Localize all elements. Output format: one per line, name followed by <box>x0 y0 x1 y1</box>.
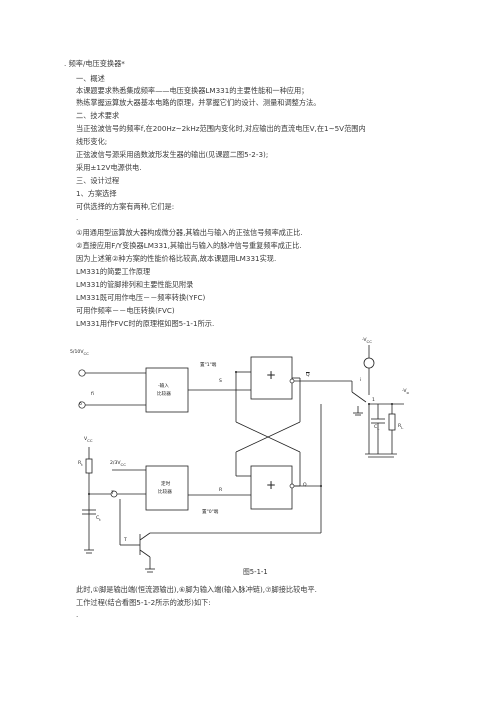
pin-1-label: 1 <box>372 398 375 403</box>
paragraph-line: 可用作频率－－电压转换(FVC) <box>76 306 175 315</box>
timing-comparator-box <box>145 465 189 511</box>
paragraph-line: 因为上述第②种方案的性能价格比较高,故本课题用LM331实现. <box>76 254 277 263</box>
vo-label: -Vo <box>402 389 409 395</box>
paragraph-line: 本课题要求熟悉集成频率——电压变换器LM331的主要性能和一种应用； <box>76 86 309 95</box>
i-label: i <box>360 378 362 383</box>
paragraph-line: ①用通用型运算放大器构成微分器,其输出与输入的正弦信号频率成正比. <box>76 228 303 237</box>
fi-label: fi <box>91 392 94 397</box>
t-label: T <box>124 538 127 543</box>
two-thirds-vcc-label: 2/3VCC <box>110 461 126 467</box>
set-label: 置"1"端 <box>200 363 217 368</box>
paragraph-line: 线形变化; <box>76 137 108 146</box>
rl-label: RL <box>398 424 404 430</box>
paragraph-line: 当正弦波信号的频率f,在200Hz~2kHz范围内变化时,对应输出的直流电压V,… <box>76 124 366 133</box>
comp1-label-a: -输入 <box>158 384 169 389</box>
s-label: S <box>219 379 222 384</box>
vcc-left-label: VCC <box>84 437 93 443</box>
qbar-label: Q <box>306 373 310 378</box>
paragraph-line: LM331的简要工作原理 <box>76 267 151 276</box>
comp1-label-b: 比较器 <box>157 392 171 397</box>
input-comparator-box <box>145 367 189 413</box>
r-label: R <box>219 488 223 493</box>
comp2-label-b: 比较器 <box>158 490 172 495</box>
section-heading: 三、设计过程 <box>76 176 120 185</box>
plus-2-label: + <box>266 478 277 492</box>
paragraph-line: 工作过程(结合看图5-1-2所示的波形)如下: <box>76 598 211 607</box>
rt-label: Rt <box>78 461 83 467</box>
paragraph-line: LM331的管脚排列和主要性能见附录 <box>76 280 194 289</box>
paragraph-line: ②直接应用F/Y变换器LM331,其输出与输入的脉冲信号重复频率成正比. <box>76 241 302 250</box>
paragraph-line: 可供选择的方案有两种,它们是: <box>76 202 175 211</box>
paragraph-line: LM331用作FVC时的原理框如图5-1-1所示. <box>76 319 215 328</box>
ref-voltage-label: 5/10VCC <box>70 350 89 356</box>
reset-label: 置"0"端 <box>202 510 219 515</box>
figure-caption: 图5-1-1 <box>243 568 268 576</box>
paragraph-line: 此时,①脚是输出端(恒流源输出),⑥脚为输入端(输入脉冲链),⑦脚接比较电平. <box>76 585 317 594</box>
subsection-heading: 1、方案选择 <box>76 189 117 198</box>
paragraph-line: 正弦波信号源采用函数波形发生器的输出(见课题二图5-2-3); <box>76 150 269 159</box>
bullet-dot: · <box>76 215 79 224</box>
paragraph-line: 采用±12V电源供电. <box>76 163 142 172</box>
comp2-label-a: 定时 <box>161 482 171 487</box>
ct-label: Ct <box>96 516 101 522</box>
section-heading: 一、概述 <box>76 74 105 83</box>
vcc-top-label: -VCC <box>362 338 372 344</box>
paragraph-line: LM331既可用作电压－－频率转换(YFC) <box>76 293 206 302</box>
cl-label: CL <box>374 425 380 431</box>
pin-6-label: 6 <box>79 402 82 407</box>
q-label: Q <box>303 483 307 488</box>
trailing-dot: · <box>76 612 79 621</box>
pin-7-label: 7 <box>111 491 114 496</box>
section-heading: 二、技术要求 <box>76 111 120 120</box>
doc-title: . 频率/电压变换器* <box>64 59 125 68</box>
paragraph-line: 熟练掌握运算放大器基本电路的原理，并掌握它们的设计、测量和调整方法。 <box>76 98 321 107</box>
plus-1-label: + <box>266 368 277 382</box>
